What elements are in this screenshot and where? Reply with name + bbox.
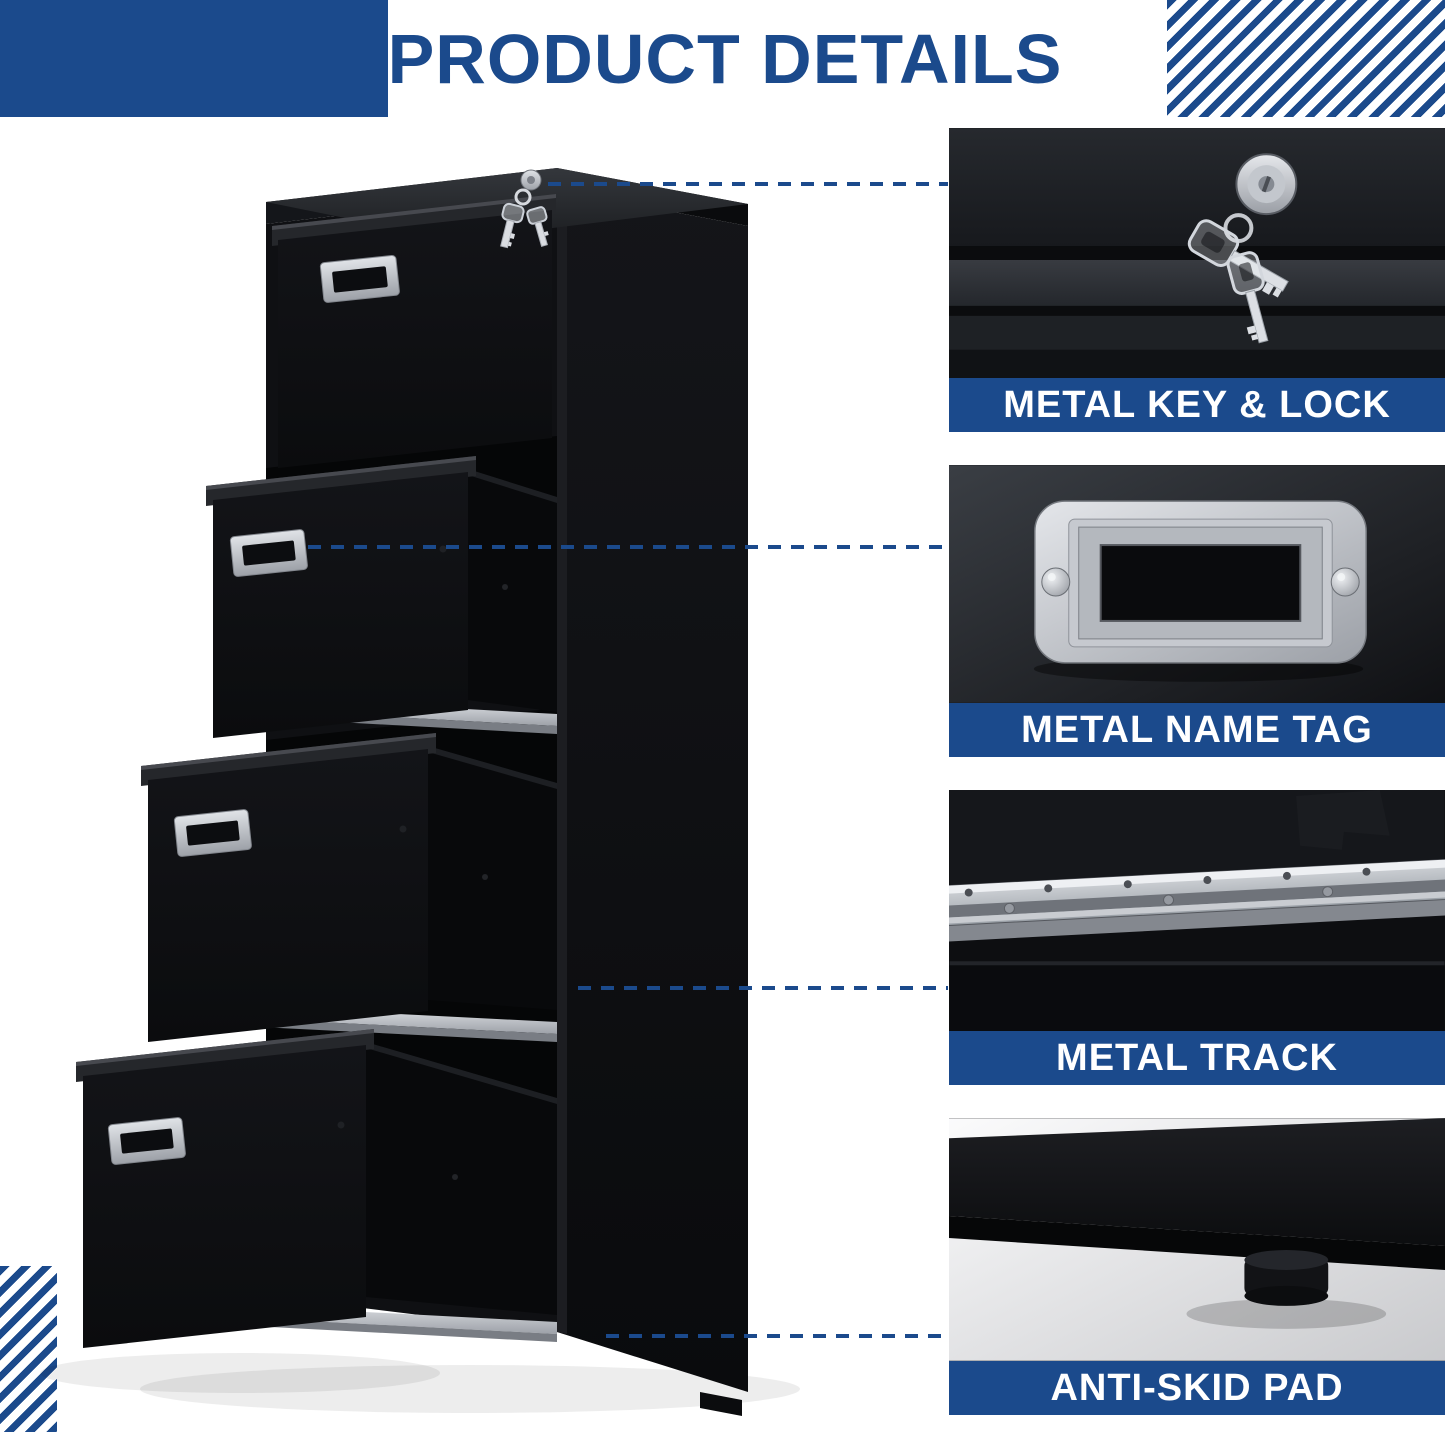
cabinet-photo (40, 168, 800, 1416)
callout-label-name-tag: METAL NAME TAG (949, 703, 1445, 757)
drawer-3 (141, 733, 436, 1042)
cabinet-foot (700, 1392, 742, 1416)
page-title: PRODUCT DETAILS (387, 19, 1063, 98)
callout-label-track: METAL TRACK (949, 1031, 1445, 1085)
drawer-4 (76, 1029, 374, 1348)
name-tag-holder-large (1034, 500, 1367, 664)
cabinet-base-corner (949, 1118, 1445, 1246)
telescopic-rail (949, 856, 1445, 943)
name-tag-holder (319, 254, 400, 303)
cabinet-side-panel (557, 190, 748, 1392)
drawer-3-body (240, 746, 557, 1042)
decorative-stripes-top-right (1167, 0, 1445, 117)
callout-key-lock: METAL KEY & LOCK (949, 128, 1445, 432)
lock-and-keys (500, 169, 549, 249)
drawer-2 (206, 456, 476, 738)
connector-pad (606, 1334, 948, 1338)
key-1 (1187, 219, 1289, 298)
callout-track: METAL TRACK (949, 790, 1445, 1085)
anti-skid-pad-photo (949, 1118, 1445, 1361)
callout-label-key-lock: METAL KEY & LOCK (949, 378, 1445, 432)
metal-track-photo (949, 790, 1445, 1031)
anti-skid-foot (1244, 1249, 1329, 1306)
name-tag-holder (173, 809, 252, 857)
drawer-1 (272, 169, 556, 468)
metal-key-and-lock-photo (949, 128, 1445, 378)
callout-label-pad: ANTI-SKID PAD (949, 1361, 1445, 1415)
callout-name-tag: METAL NAME TAG (949, 465, 1445, 757)
connector-key-lock (548, 182, 948, 186)
callout-pad: ANTI-SKID PAD (949, 1118, 1445, 1415)
name-tag-holder (229, 529, 308, 577)
metal-name-tag-photo (949, 465, 1445, 703)
name-tag-holder (107, 1117, 186, 1165)
lock-cylinder (1235, 153, 1298, 216)
key-2 (1226, 251, 1269, 344)
header-left-blue-bar (0, 0, 388, 117)
connector-track (578, 986, 948, 990)
connector-name-tag (308, 545, 948, 549)
decorative-stripes-bottom-left (0, 1266, 57, 1432)
rail-bracket (1296, 790, 1390, 850)
drawer-2-body (300, 469, 557, 734)
